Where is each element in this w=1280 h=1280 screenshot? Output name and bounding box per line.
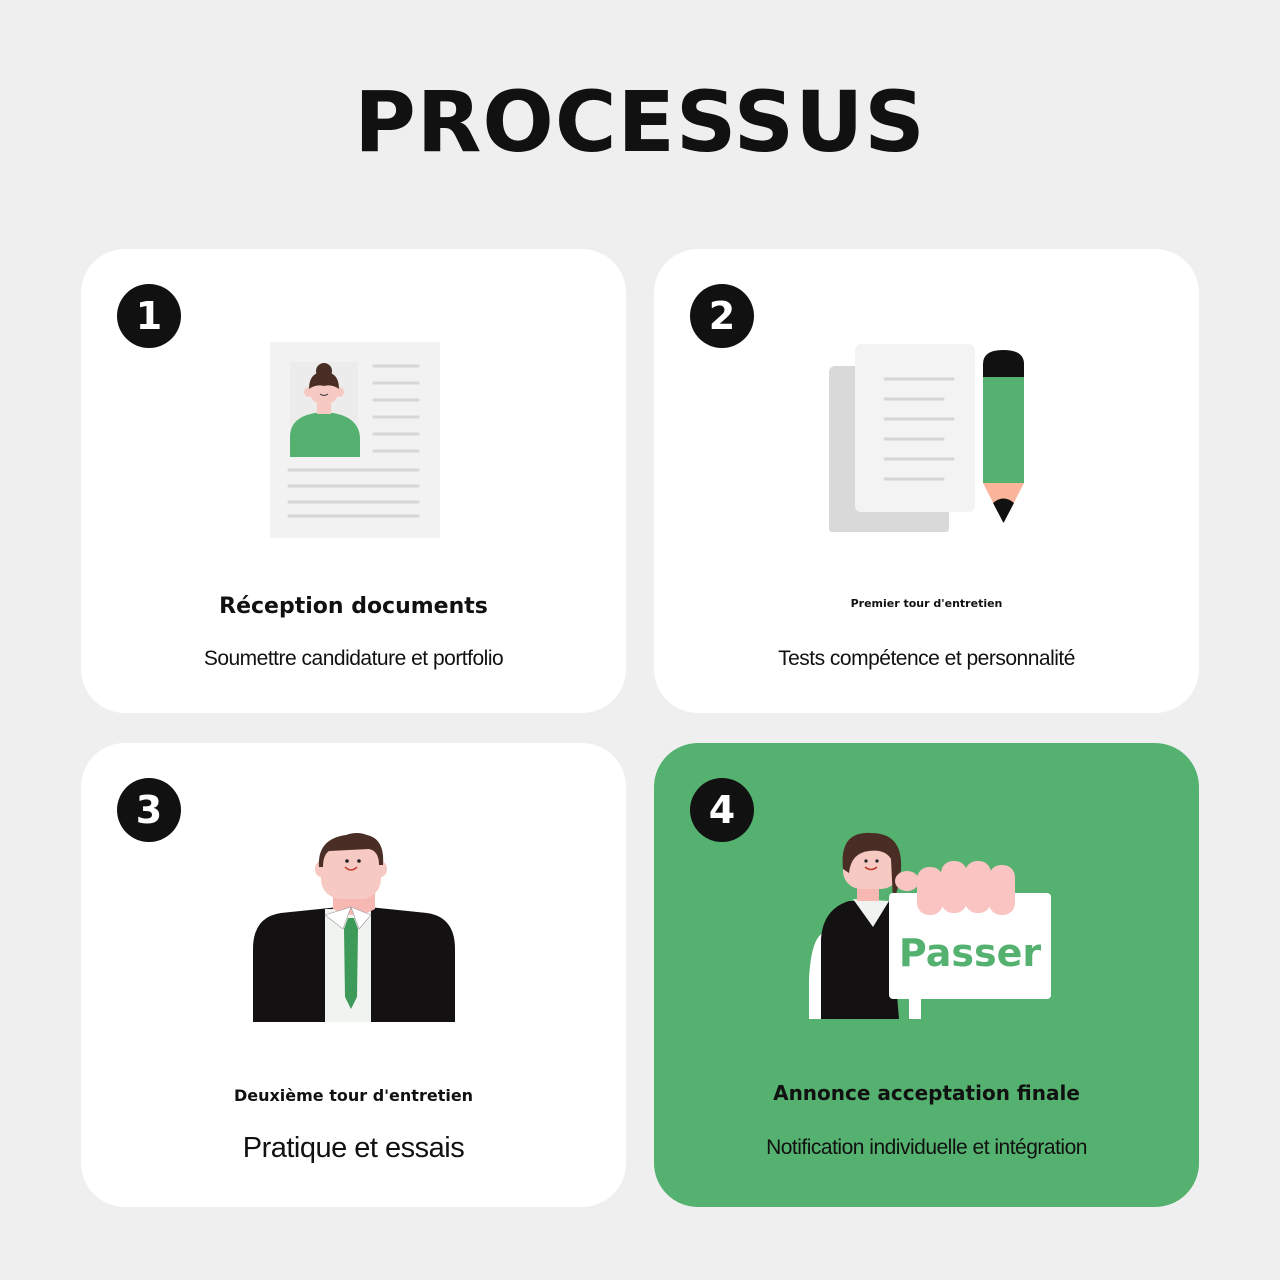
- step-description: Pratique et essais: [242, 1132, 465, 1164]
- step-card-1: 1 Réception documents Soumettre candidat…: [81, 249, 626, 713]
- step-heading: Deuxième tour d'entretien: [233, 1086, 474, 1105]
- step-description: Notification individuelle et intégration: [766, 1136, 1087, 1159]
- step-number-badge: 2: [690, 284, 754, 348]
- document-pencil-icon: [829, 344, 1024, 532]
- pass-sign-person-icon: Passer: [809, 832, 1051, 1019]
- step-number-badge: 1: [117, 284, 181, 348]
- step-number-badge: 3: [117, 778, 181, 842]
- step-heading: Annonce acceptation finale: [773, 1081, 1080, 1105]
- resume-document-icon: [270, 342, 440, 538]
- step-card-4: 4 Passer Annonce acceptation finale Noti…: [654, 743, 1199, 1207]
- page-title: PROCESSUS: [354, 73, 926, 171]
- step-card-2: 2 Premier tour d'entretien Tests compéte…: [654, 249, 1199, 713]
- businessman-icon: [253, 833, 455, 1022]
- step-heading: Premier tour d'entretien: [850, 597, 1003, 610]
- step-description: Soumettre candidature et portfolio: [203, 647, 504, 670]
- step-heading: Réception documents: [219, 594, 488, 619]
- step-number-badge: 4: [690, 778, 754, 842]
- step-card-3: 3 Deuxième tour d'entretien Pratique et …: [81, 743, 626, 1207]
- step-description: Tests compétence et personnalité: [778, 647, 1075, 670]
- sign-text: Passer: [899, 931, 1041, 975]
